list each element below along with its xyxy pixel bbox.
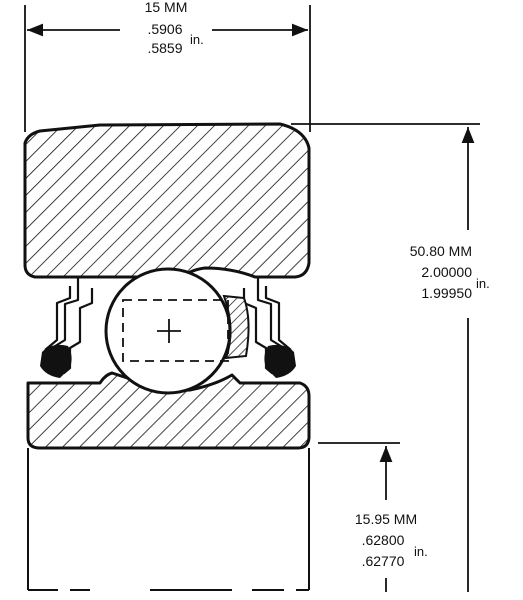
od-inch-unit: in. xyxy=(476,276,490,291)
cage-pocket-hidden-outline xyxy=(122,299,229,362)
od-max-inch: 2.00000 xyxy=(421,264,472,280)
width-mm-label: 15 MM xyxy=(145,0,188,15)
ball-center-mark xyxy=(157,319,181,343)
od-min-inch: 1.99950 xyxy=(421,285,472,301)
outer-ring-section xyxy=(23,122,311,279)
bore-outline xyxy=(27,448,310,591)
bore-max-inch: .62800 xyxy=(362,532,405,548)
bore-dimension: 15.95 MM .62800 .62770 in. xyxy=(318,442,428,592)
width-dimension: 15 MM .5906 .5859 in. xyxy=(24,0,311,132)
inner-ring-section xyxy=(26,371,311,450)
width-min-inch: .5859 xyxy=(147,40,182,56)
bore-inch-unit: in. xyxy=(414,544,428,559)
outer-diameter-dimension: 50.80 MM 2.00000 1.99950 in. xyxy=(291,123,490,592)
width-max-inch: .5906 xyxy=(147,21,182,37)
left-seal xyxy=(40,278,94,378)
right-seal xyxy=(242,278,296,378)
width-inch-unit: in. xyxy=(190,32,204,47)
bore-mm-label: 15.95 MM xyxy=(355,511,417,527)
bore-min-inch: .62770 xyxy=(362,553,405,569)
od-mm-label: 50.80 MM xyxy=(410,243,472,259)
